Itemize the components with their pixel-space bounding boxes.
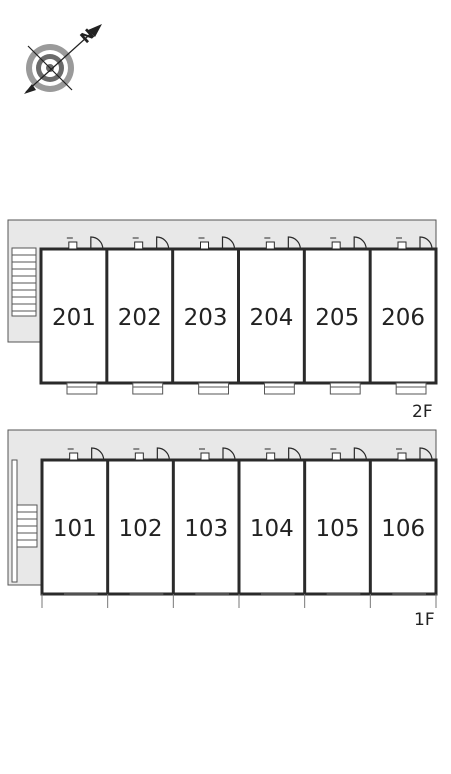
entry-door-icon	[287, 236, 301, 250]
unit-202: 202	[105, 236, 170, 395]
floor-1f: 101 102 103 104 105 106 1F	[7, 429, 438, 630]
unit-105: 105	[303, 447, 367, 608]
balcony	[395, 382, 427, 395]
entry-door-icon	[222, 447, 236, 461]
unit-number: 203	[184, 305, 228, 331]
unit-201: 201	[52, 236, 104, 395]
entry-door-icon	[353, 447, 367, 461]
unit-106: 106	[368, 447, 433, 608]
unit-204: 204	[237, 236, 301, 395]
entry-door-icon	[419, 447, 433, 461]
unit-103: 103	[171, 447, 236, 608]
balcony	[198, 382, 230, 395]
unit-205: 205	[302, 236, 367, 395]
north-compass-icon: N	[24, 24, 102, 94]
entry-door-icon	[288, 447, 302, 461]
floor-label-2f: 2F	[412, 402, 433, 422]
unit-number: 106	[381, 516, 425, 542]
staircase-1f	[11, 459, 38, 583]
unit-104: 104	[237, 447, 302, 608]
unit-number: 205	[315, 305, 359, 331]
unit-number: 206	[381, 305, 425, 331]
floor-label-1f: 1F	[414, 610, 435, 630]
unit-number: 101	[53, 516, 97, 542]
unit-number: 105	[316, 516, 360, 542]
floor-2f: 201 202 203 204 205 206 2F	[7, 219, 438, 422]
entry-door-icon	[419, 236, 433, 250]
unit-101: 101	[41, 447, 105, 608]
entry-door-icon	[90, 236, 104, 250]
entry-door-icon	[221, 236, 236, 250]
unit-number: 204	[249, 305, 293, 331]
balcony	[264, 382, 295, 395]
unit-206: 206	[368, 236, 433, 395]
balcony	[66, 382, 98, 395]
entry-door-icon	[156, 447, 170, 461]
entry-door-icon	[156, 236, 170, 250]
balcony	[329, 382, 361, 395]
balcony	[132, 382, 164, 395]
staircase-2f	[11, 247, 37, 317]
entry-door-icon	[353, 236, 367, 250]
unit-number: 102	[119, 516, 163, 542]
entry-door-icon	[91, 447, 105, 461]
unit-203: 203	[171, 236, 236, 395]
unit-number: 103	[184, 516, 228, 542]
unit-102: 102	[106, 447, 170, 608]
unit-number: 201	[52, 305, 96, 331]
unit-number: 202	[118, 305, 162, 331]
unit-number: 104	[250, 516, 294, 542]
